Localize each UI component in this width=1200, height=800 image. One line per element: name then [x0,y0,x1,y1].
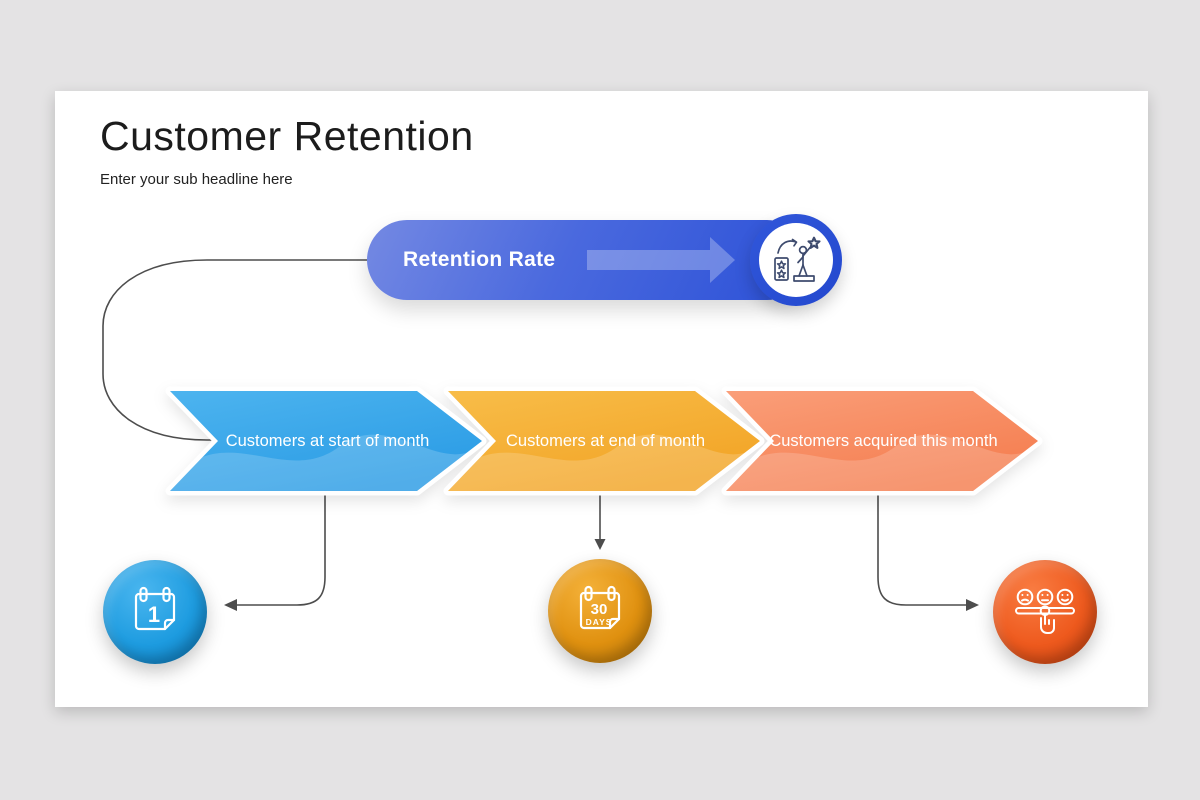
pill-label: Retention Rate [403,248,556,271]
step-label-start[interactable]: Customers at start of month [225,431,430,450]
slide-title[interactable]: Customer Retention [100,113,474,159]
retention-rate-shape[interactable]: Retention Rate [367,214,843,306]
chevron-customers-end[interactable] [443,386,765,496]
pill-badge [759,223,833,297]
arrow-right-icon [587,237,735,283]
step-label-acquired[interactable]: Customers acquired this month [769,431,998,450]
svg-text:1: 1 [148,602,160,627]
chevron-customers-start[interactable] [165,386,487,496]
svg-text:30: 30 [591,601,608,618]
metric-circle-start-of-month[interactable]: 1 [103,560,207,664]
feedback-rating-icon [1015,588,1075,634]
chevron-row [165,386,1043,496]
slide-subtitle[interactable]: Enter your sub headline here [100,171,293,188]
metric-circle-acquired[interactable] [993,560,1097,664]
achievement-winner-icon [774,236,821,282]
svg-text:DAYS: DAYS [586,617,613,627]
metric-circle-end-of-month[interactable]: 30 DAYS [548,559,652,663]
wave-decoration [448,434,760,491]
step-label-end[interactable]: Customers at end of month [505,431,705,450]
chevron-customers-acquired[interactable] [721,386,1043,496]
pill-body [367,220,807,300]
wave-decoration [170,434,482,491]
calendar-day-1-icon: 1 [134,586,176,631]
slide: Customer Retention Enter your sub headli… [55,91,1148,707]
wave-decoration [726,434,1038,491]
calendar-30-days-icon: 30 DAYS [579,585,621,630]
